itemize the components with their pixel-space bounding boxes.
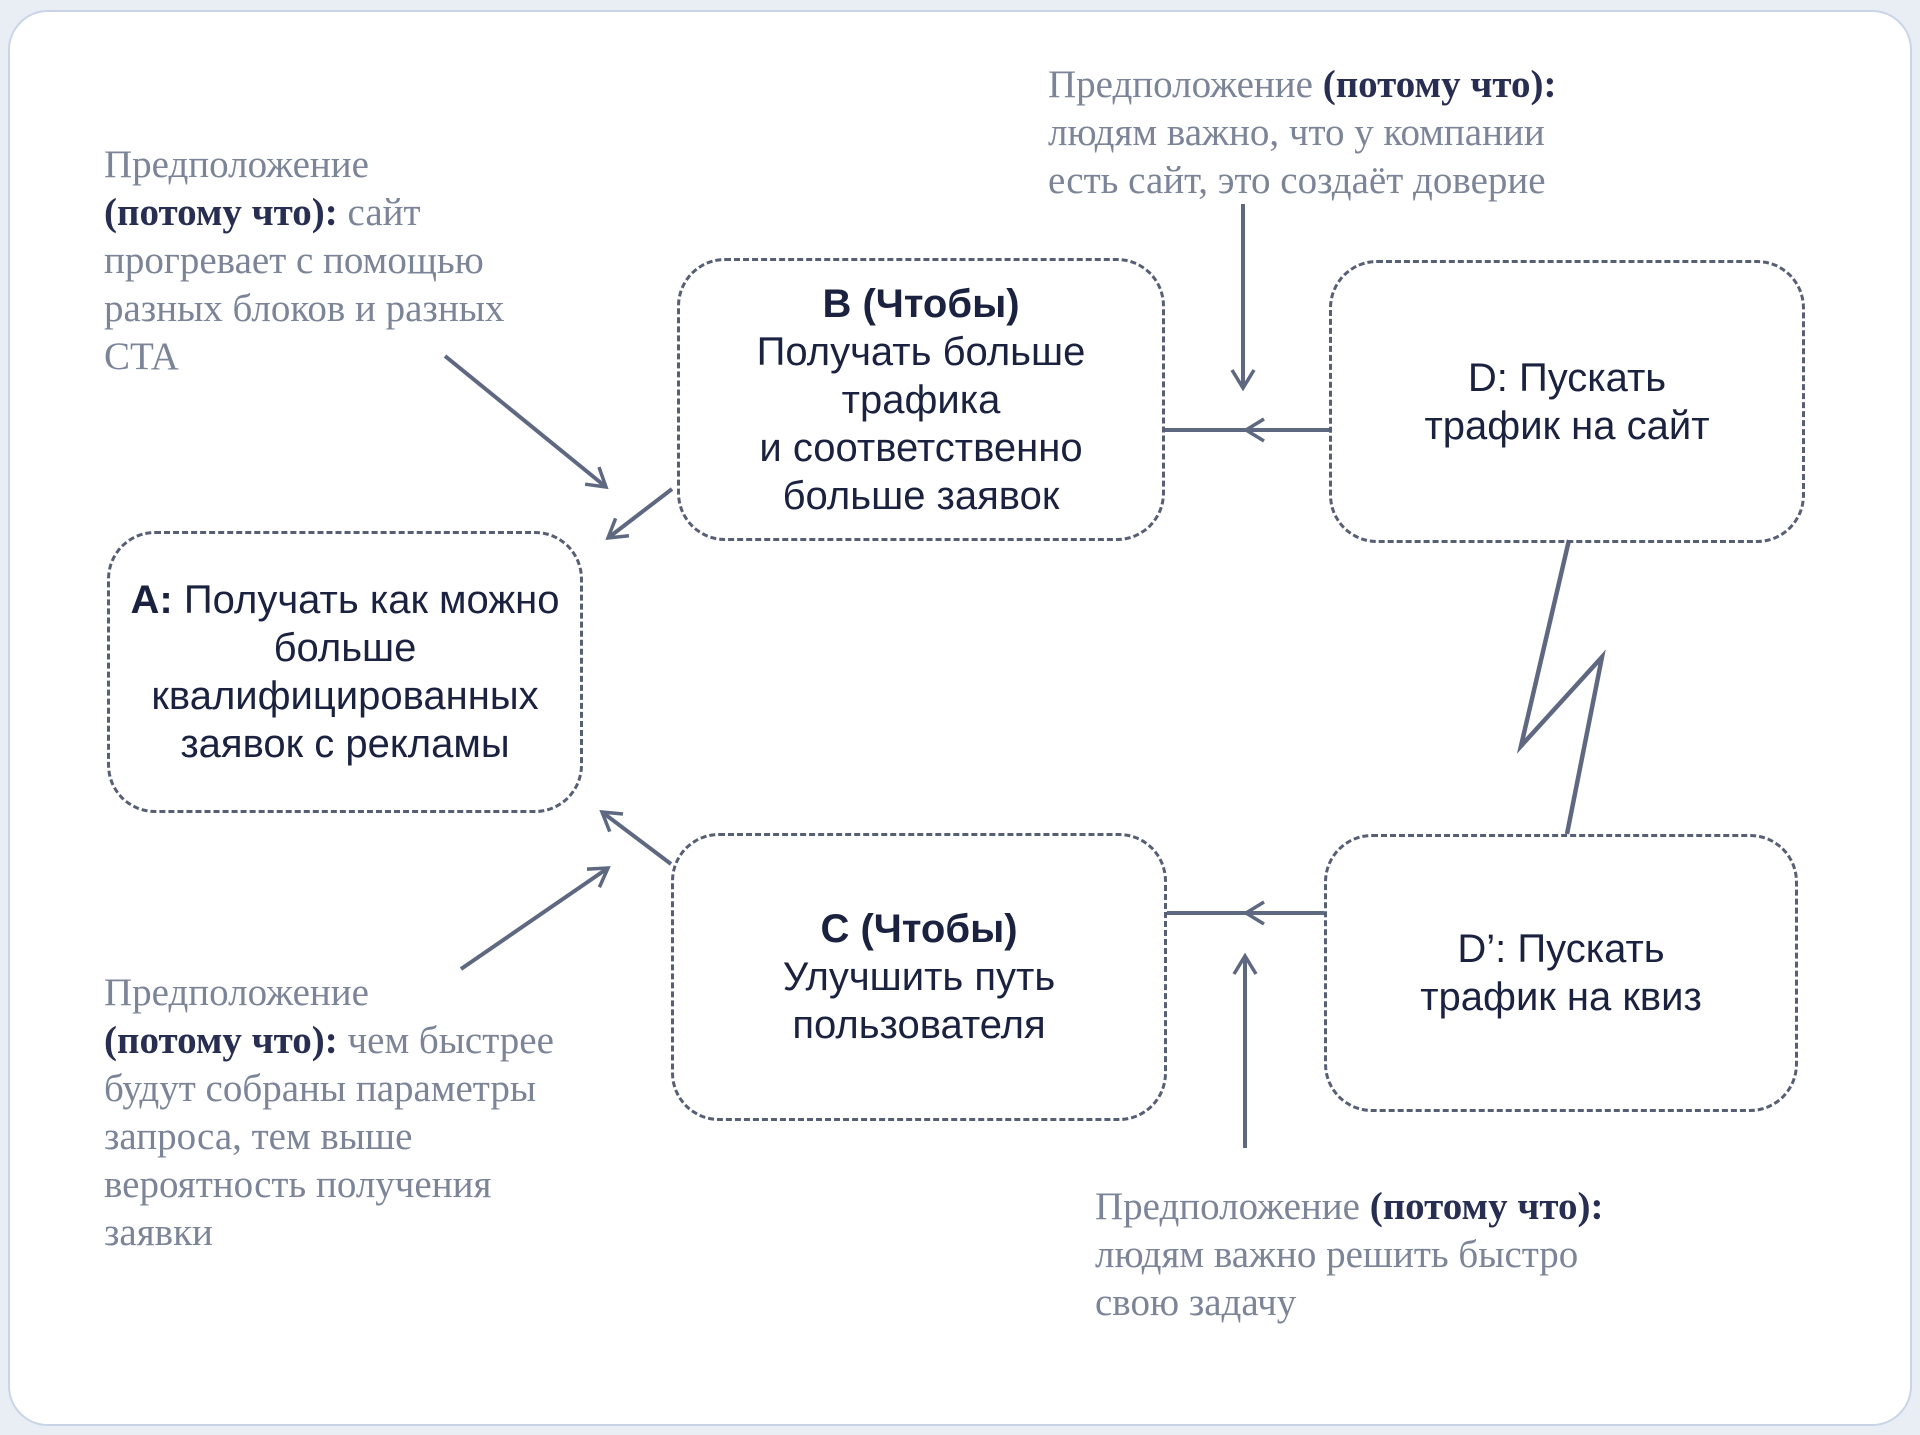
- box-c-line-2: пользователя: [792, 1003, 1046, 1047]
- box-a-line-4: заявок с рекламы: [180, 722, 510, 766]
- hypothesis-box-b: B (Чтобы) Получать больше трафика и соот…: [677, 258, 1165, 541]
- annotation-bottom-center-line-3: свою задачу: [1095, 1281, 1297, 1324]
- annotation-top-left-after-keyword: сайт: [337, 191, 421, 234]
- annotation-keyword: (потому что):: [1322, 63, 1557, 106]
- box-a-line-2: больше: [273, 626, 417, 670]
- box-a-label: A:: [130, 578, 173, 622]
- annotation-bottom-left-line-6: заявки: [104, 1211, 213, 1254]
- hypothesis-box-c: C (Чтобы) Улучшить путь пользователя: [671, 833, 1167, 1121]
- annotation-top-left: Предположение (потому что): сайт прогрев…: [104, 141, 604, 381]
- action-box-d-prime: D’: Пускать трафик на квиз: [1324, 834, 1798, 1112]
- annotation-top-left-line-5: CTA: [104, 335, 179, 378]
- box-a-line-3: квалифицированных: [151, 674, 539, 718]
- annotation-top-center-line-3: есть сайт, это создаёт доверие: [1048, 159, 1546, 202]
- annotation-bottom-left-line-3: будут собраны параметры: [104, 1067, 537, 1110]
- annotation-bottom-left-line-4: запроса, тем выше: [104, 1115, 413, 1158]
- action-box-d: D: Пускать трафик на сайт: [1329, 260, 1805, 543]
- annotation-bottom-left: Предположение (потому что): чем быстрее …: [104, 969, 624, 1257]
- annotation-bottom-center: Предположение (потому что): людям важно …: [1095, 1183, 1735, 1327]
- annotation-top-left-line-2: (потому что): сайт: [104, 189, 604, 237]
- annotation-bottom-center-intro: Предположение: [1095, 1185, 1370, 1228]
- annotation-top-left-line-4: разных блоков и разных: [104, 287, 505, 330]
- annotation-keyword: (потому что):: [104, 1019, 338, 1062]
- annotation-bottom-left-intro: Предположение: [104, 971, 369, 1014]
- box-a-line-1: A: Получать как можно: [131, 576, 560, 624]
- box-a-line-1-text: Получать как можно: [172, 578, 560, 622]
- box-b-line-1: Получать больше: [756, 329, 1086, 374]
- annotation-top-left-line-3: прогревает с помощью: [104, 239, 484, 282]
- annotation-keyword: (потому что):: [1369, 1185, 1604, 1228]
- box-d-prime-line-1: D’: Пускать: [1457, 927, 1665, 971]
- annotation-bottom-center-line-2: людям важно решить быстро: [1095, 1233, 1579, 1276]
- box-b-title: B (Чтобы): [822, 281, 1020, 326]
- goal-box-a: A: Получать как можно больше квалифициро…: [107, 531, 583, 813]
- box-d-line-1: D: Пускать: [1467, 355, 1667, 400]
- annotation-bottom-left-line-5: вероятность получения: [104, 1163, 492, 1206]
- annotation-bottom-left-after-keyword: чем быстрее: [337, 1019, 554, 1062]
- box-d-prime-line-2: трафик на квиз: [1420, 975, 1702, 1019]
- box-b-line-4: больше заявок: [782, 473, 1060, 518]
- annotation-bottom-left-line-2: (потому что): чем быстрее: [104, 1017, 624, 1065]
- box-c-title: C (Чтобы): [820, 907, 1018, 951]
- annotation-top-center-line-2: людям важно, что у компании: [1048, 111, 1545, 154]
- box-d-line-2: трафик на сайт: [1424, 403, 1710, 448]
- annotation-top-left-intro: Предположение: [104, 143, 369, 186]
- annotation-top-center: Предположение (потому что): людям важно,…: [1048, 61, 1708, 205]
- annotation-top-center-intro: Предположение: [1048, 63, 1323, 106]
- annotation-top-center-line-1: Предположение (потому что):: [1048, 61, 1708, 109]
- box-c-line-1: Улучшить путь: [782, 955, 1056, 999]
- box-b-line-3: и соответственно: [759, 425, 1083, 470]
- annotation-keyword: (потому что):: [104, 191, 338, 234]
- annotation-bottom-center-line-1: Предположение (потому что):: [1095, 1183, 1735, 1231]
- box-b-line-2: трафика: [841, 377, 1001, 422]
